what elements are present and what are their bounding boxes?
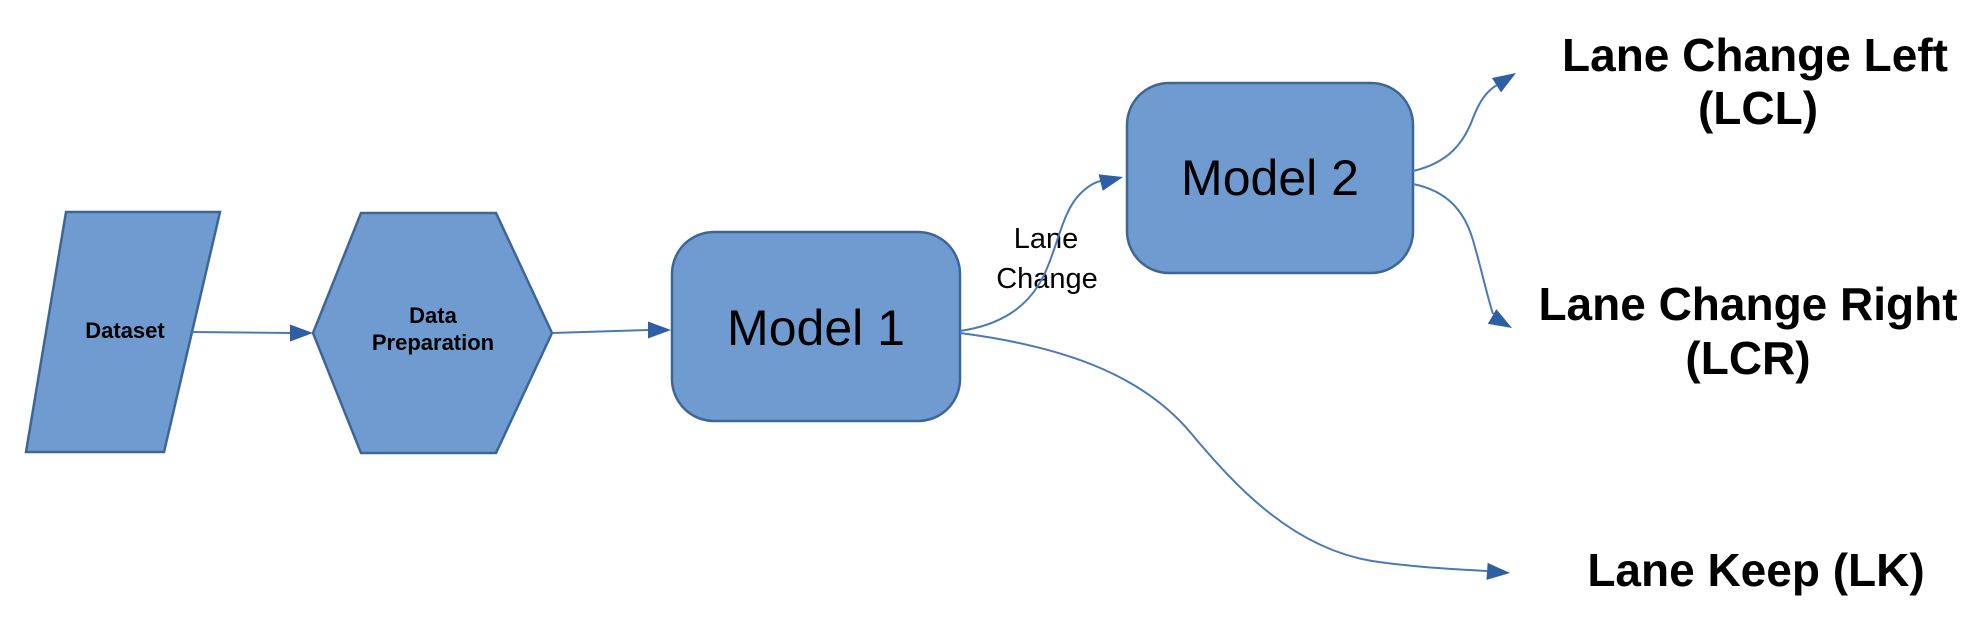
arrowhead-into-lcl — [1491, 73, 1516, 93]
lcl-line1: Lane Change Left — [1562, 29, 1948, 81]
data-preparation-label-line1: Data — [409, 303, 457, 328]
data-preparation-node: Data Preparation — [311, 211, 554, 455]
arrowhead-into-model1 — [648, 321, 671, 339]
connector-curve — [959, 180, 1102, 332]
dataset-shape — [24, 210, 222, 454]
arrowhead-into-model2 — [1098, 174, 1123, 191]
model2-label: Model 2 — [1181, 150, 1359, 206]
lcl-line2: (LCL) — [1698, 82, 1818, 134]
connector-curve — [959, 332, 1488, 572]
connector-line — [551, 329, 650, 334]
model1-node: Model 1 — [670, 230, 962, 423]
arrowhead-into-preparation — [290, 324, 313, 342]
model1-shape — [670, 230, 962, 423]
connector-model2-to-lcr — [1412, 183, 1512, 328]
connector-curve — [1412, 183, 1494, 315]
output-label-lk: Lane Keep (LK) — [1587, 544, 1924, 596]
connector-model1-to-lk — [959, 332, 1510, 580]
dataset-label: Dataset — [85, 318, 165, 343]
lcr-line2: (LCR) — [1685, 332, 1810, 384]
lk-label: Lane Keep (LK) — [1587, 544, 1924, 596]
model2-shape — [1125, 81, 1415, 275]
edge-label-lane-change: Lane Change — [996, 223, 1098, 295]
output-label-lcl: Lane Change Left (LCL) — [1562, 29, 1948, 134]
lcr-line1: Lane Change Right — [1538, 278, 1957, 330]
model2-node: Model 2 — [1125, 81, 1415, 275]
connector-line — [189, 331, 292, 334]
model1-label: Model 1 — [727, 300, 905, 356]
arrowhead-into-lk — [1486, 562, 1510, 580]
connector-dataset-to-preparation — [189, 324, 313, 342]
edge-label-line1: Lane — [1014, 223, 1079, 255]
connector-model1-to-model2 — [959, 174, 1123, 332]
arrowhead-into-lcr — [1487, 309, 1512, 328]
data-preparation-label-line2: Preparation — [372, 330, 494, 355]
output-label-lcr: Lane Change Right (LCR) — [1538, 278, 1957, 384]
connector-curve — [1412, 84, 1498, 172]
dataset-node: Dataset — [24, 210, 222, 454]
connector-preparation-to-model1 — [551, 321, 671, 339]
connector-model2-to-lcl — [1412, 73, 1516, 172]
